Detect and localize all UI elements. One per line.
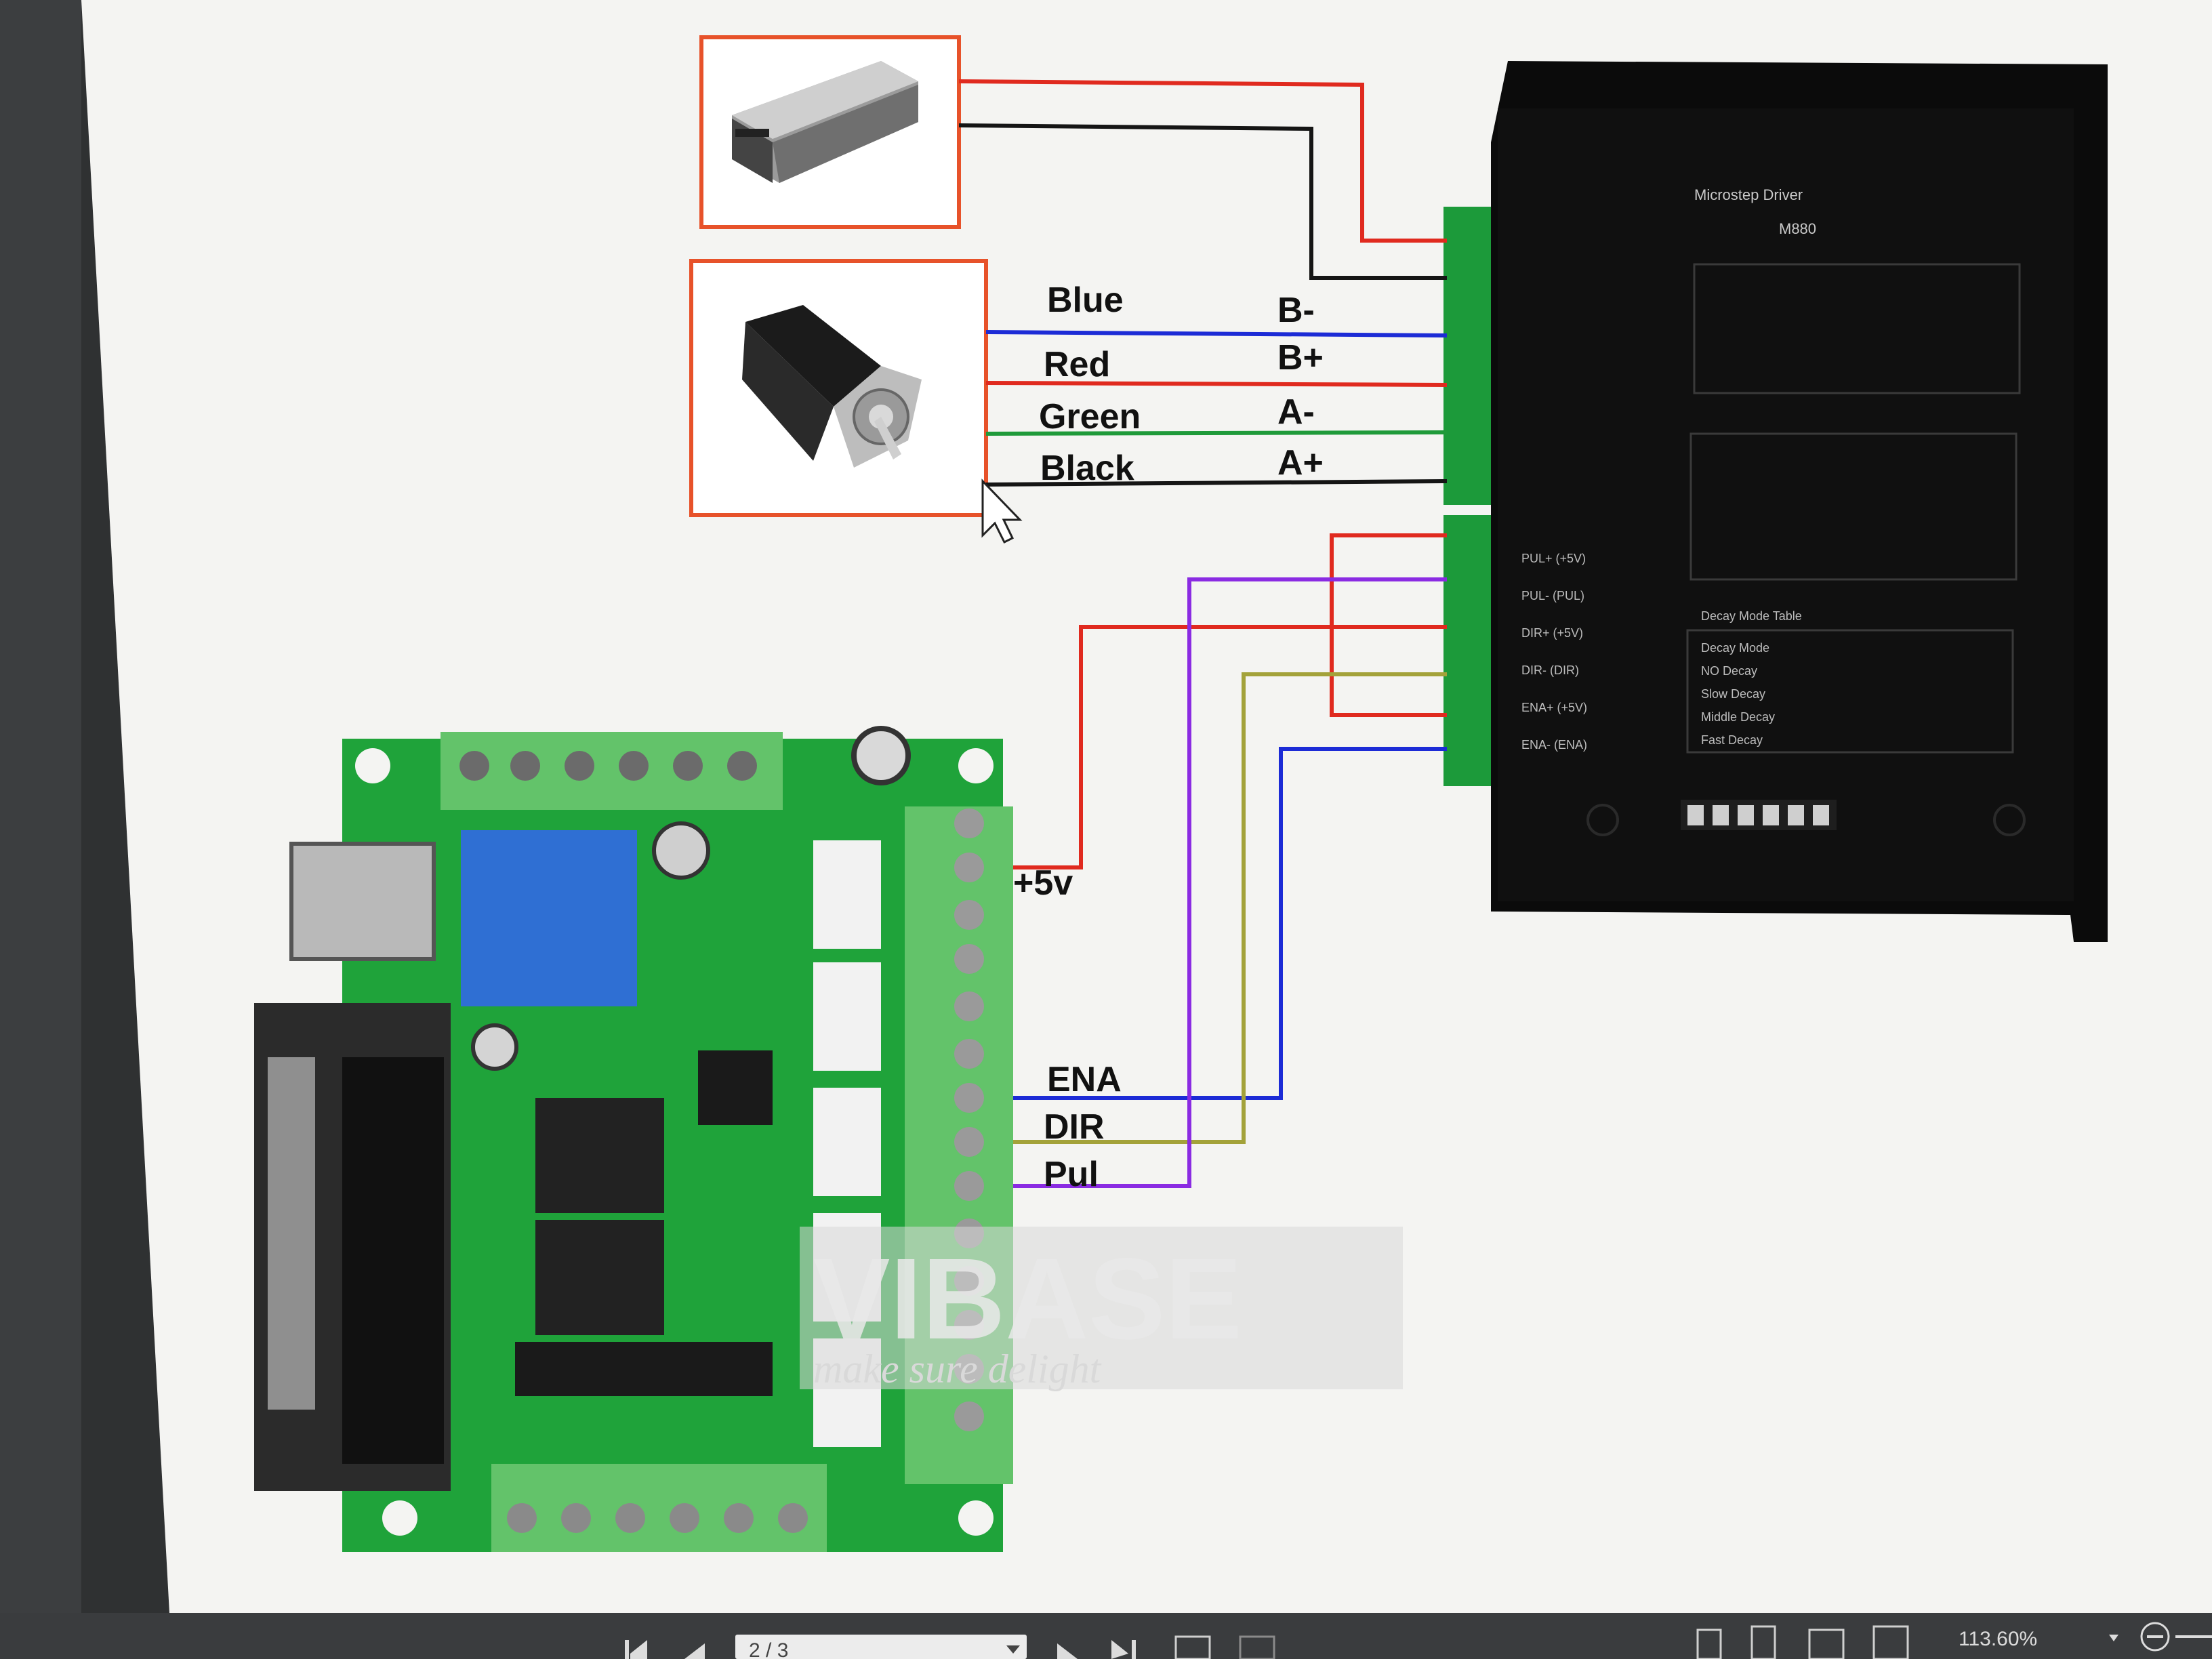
zoom-out-icon[interactable] [2140, 1622, 2170, 1652]
label-dir: DIR [1044, 1107, 1105, 1147]
capacitor-icon [652, 821, 710, 880]
single-page-view-icon[interactable] [1696, 1629, 1722, 1659]
dip-switch [1681, 800, 1837, 830]
power-supply-icon [732, 61, 918, 183]
terminal-label-a-plus: A+ [1277, 443, 1324, 483]
spec-table [1693, 263, 2021, 394]
microstep-driver: Microstep Driver M880 Decay Mode Table D… [1443, 61, 2108, 942]
cursor-icon [981, 478, 1023, 544]
viewer-toolbar: 2 / 3 113.60% [0, 1613, 2212, 1659]
terminal-label-b-minus: B- [1277, 291, 1315, 330]
continuous-view-icon[interactable] [1750, 1625, 1776, 1659]
terminal-label-a-minus: A- [1277, 392, 1315, 432]
watermark: VIBASE make sure delight [800, 1227, 1403, 1391]
last-page-icon[interactable] [1111, 1640, 1136, 1659]
wire-label-black: Black [1040, 449, 1134, 488]
wire-label-green: Green [1039, 397, 1141, 436]
wire-label-blue: Blue [1047, 281, 1124, 320]
left-panel [0, 0, 81, 1659]
relay [461, 830, 637, 1006]
next-page-icon[interactable] [1057, 1643, 1078, 1659]
prev-page-icon[interactable] [684, 1643, 705, 1659]
fit-page-icon[interactable] [1174, 1635, 1211, 1659]
decay-row-3: Slow Decay [1701, 687, 1765, 701]
page-input[interactable] [735, 1635, 1027, 1659]
terminal-label-2: PUL- (PUL) [1521, 589, 1584, 602]
mount-hole-icon [1586, 804, 1619, 836]
header-connector [813, 1088, 881, 1196]
watermark-tagline: make sure delight [813, 1347, 1102, 1391]
driver-title: Microstep Driver [1694, 186, 1803, 203]
driver-terminal-strip-lower [1443, 515, 1491, 786]
stepper-motor-box [689, 259, 988, 517]
bottom-terminal-block [491, 1464, 827, 1552]
decay-row-1: Decay Mode [1701, 641, 1769, 655]
decay-row-2: NO Decay [1701, 664, 1757, 678]
zoom-dropdown-icon[interactable] [2109, 1635, 2118, 1641]
mount-hole-icon [1993, 804, 2026, 836]
terminal-label-6: ENA- (ENA) [1521, 738, 1587, 752]
decay-row-4: Middle Decay [1701, 710, 1775, 724]
fit-width-icon[interactable] [1239, 1635, 1275, 1659]
zoom-slider[interactable] [2175, 1635, 2212, 1638]
driver-model: M880 [1779, 220, 1816, 237]
current-table [1689, 432, 2018, 581]
motor-wires [985, 330, 1448, 487]
capacitor-icon [471, 1023, 518, 1071]
control-wires [969, 533, 1447, 1188]
header-connector [813, 840, 881, 949]
terminal-label-1: PUL+ (+5V) [1521, 552, 1586, 565]
terminal-label-4: DIR- (DIR) [1521, 663, 1579, 677]
terminal-label-3: DIR+ (+5V) [1521, 626, 1583, 640]
label-pul: Pul [1044, 1155, 1099, 1194]
breakout-board [254, 726, 1013, 1552]
driver-terminal-strip-upper [1443, 207, 1491, 505]
capacitor-icon [851, 726, 911, 785]
two-page-view-icon[interactable] [1808, 1629, 1845, 1659]
chip [698, 1050, 773, 1125]
page-indicator: 2 / 3 [749, 1639, 788, 1659]
power-wires [958, 79, 1447, 280]
decay-table [1686, 629, 2014, 754]
header-connector [813, 962, 881, 1071]
label-plus5v: +5v [1013, 863, 1073, 903]
book-view-icon[interactable] [1872, 1625, 1909, 1659]
terminal-label-5: ENA+ (+5V) [1521, 701, 1587, 714]
chip [535, 1098, 664, 1213]
decay-row-5: Fast Decay [1701, 733, 1763, 747]
first-page-icon[interactable] [625, 1640, 647, 1659]
optocoupler-row [515, 1342, 773, 1396]
chip [535, 1220, 664, 1335]
wire-label-red: Red [1044, 345, 1110, 384]
page-dropdown-icon[interactable] [1006, 1645, 1020, 1654]
top-terminal-block [441, 732, 783, 810]
power-supply-box [699, 35, 961, 229]
zoom-level: 113.60% [1959, 1628, 2037, 1650]
watermark-brand: VIBASE [813, 1235, 1242, 1364]
decay-table-title: Decay Mode Table [1701, 609, 1802, 623]
stepper-motor-icon [742, 305, 922, 468]
label-ena: ENA [1047, 1060, 1122, 1099]
usb-port-icon [289, 842, 436, 961]
terminal-label-b-plus: B+ [1277, 338, 1324, 377]
